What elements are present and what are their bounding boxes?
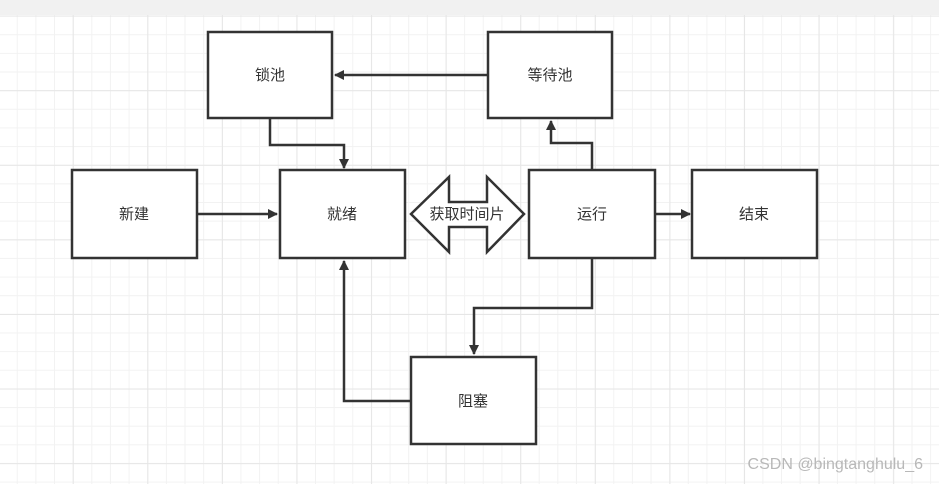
label-end: 结束: [739, 205, 769, 223]
node-end: [690, 168, 819, 260]
label-new: 新建: [119, 205, 149, 223]
edge-running-to-blocked: [469, 258, 594, 355]
edge-running-to-wait: [546, 120, 594, 170]
node-blocked: [409, 355, 538, 446]
edge-lock-to-ready: [268, 118, 349, 169]
node-ready: [278, 168, 407, 260]
node-running: [527, 168, 657, 260]
watermark: CSDN @bingtanghulu_6: [747, 456, 923, 473]
label-blocked: 阻塞: [458, 392, 488, 410]
label-wait-pool: 等待池: [527, 66, 572, 84]
top-bar: [0, 0, 939, 15]
label-ready: 就绪: [327, 205, 357, 223]
double-arrow-shape: [409, 173, 526, 256]
label-running: 运行: [577, 205, 607, 223]
node-lock-pool: [206, 30, 334, 120]
label-time-slice: 获取时间片: [429, 205, 504, 223]
node-wait-pool: [486, 30, 614, 120]
node-new: [70, 168, 199, 260]
edge-blocked-to-ready: [339, 260, 411, 403]
label-lock-pool: 锁池: [255, 66, 285, 84]
